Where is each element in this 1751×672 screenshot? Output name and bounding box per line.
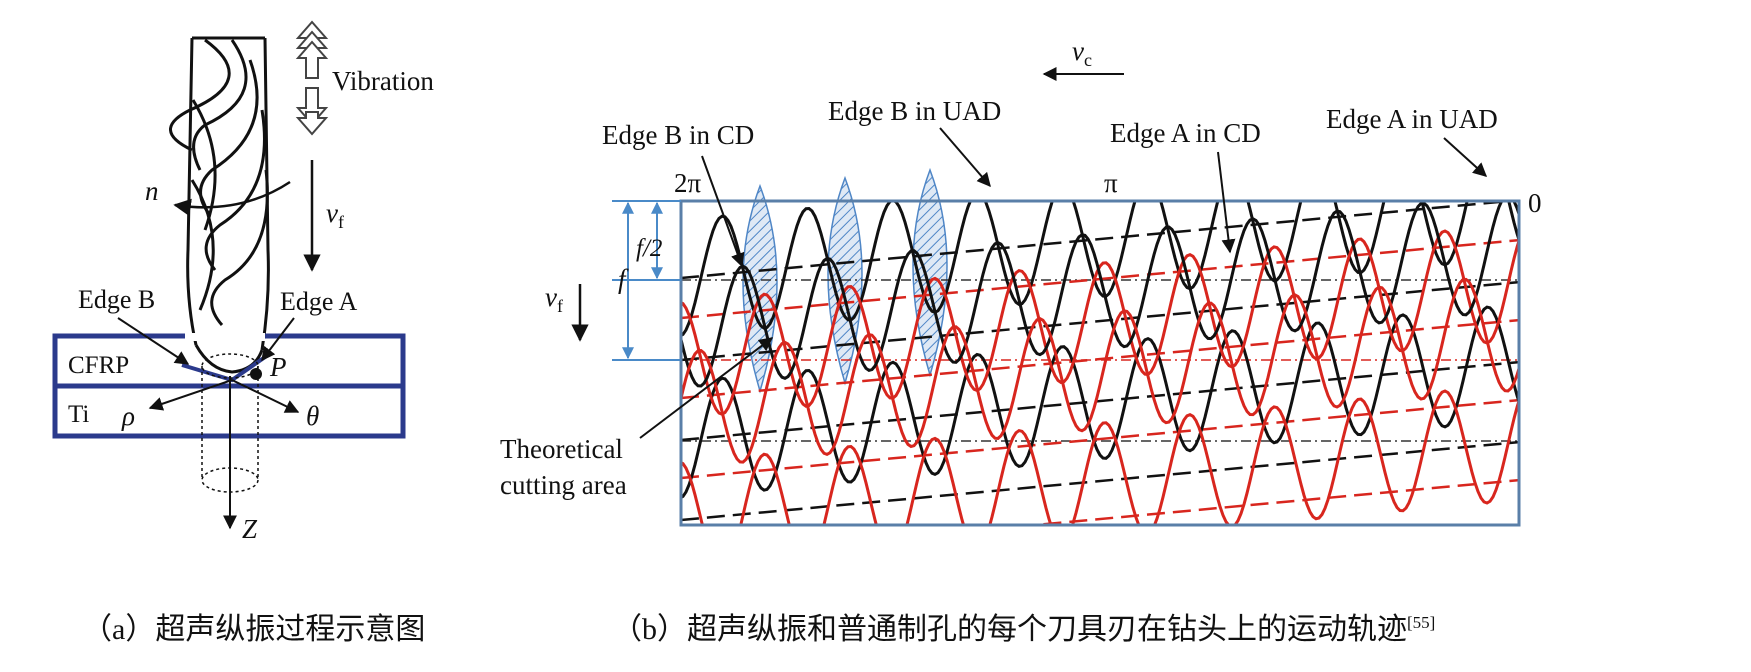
caption-b: （b）超声纵振和普通制孔的每个刀具刃在钻头上的运动轨迹[55]	[612, 604, 1435, 648]
edge-a-cd-line	[1022, 478, 1519, 525]
edge-b-label: Edge B	[78, 285, 155, 314]
pi-label: π	[1104, 168, 1118, 198]
edge-b-cd-line	[681, 280, 1519, 362]
edge-a-cd-line	[681, 398, 1519, 480]
drill-bit	[169, 36, 270, 374]
rotation-arrow-n	[173, 180, 291, 217]
edge-a-uad-label: Edge A in UAD	[1326, 104, 1498, 134]
vibration-arrows-icon	[295, 20, 329, 136]
n-label: n	[145, 176, 159, 206]
caption-b-ref: [55]	[1407, 613, 1436, 632]
edge-a-uad-curve	[681, 389, 1519, 525]
trajectory-lines	[681, 201, 1519, 525]
panel-b-trajectory-diagram: vc vf f/2 f 2π π 0 Edge B in CD Edge B i…	[500, 36, 1542, 527]
edge-b-cd-line	[681, 440, 1519, 522]
caption-a: （a）超声纵振过程示意图	[82, 613, 426, 646]
edge-b-uad-curve	[681, 305, 1519, 500]
edge-a-uad-curve	[681, 229, 1519, 416]
p-label: P	[269, 352, 287, 382]
vf-label-b: vf	[545, 282, 563, 316]
theta-label: θ	[306, 401, 319, 431]
edge-b-uad-curve	[681, 201, 1519, 338]
tool-surface-box	[679, 199, 1521, 527]
edge-a-label: Edge A	[280, 287, 357, 316]
vibration-label: Vibration	[332, 66, 434, 96]
cfrp-label: CFRP	[68, 352, 129, 379]
rho-label: ρ	[121, 401, 135, 431]
vc-label: vc	[1072, 36, 1092, 70]
edge-b-uad-label: Edge B in UAD	[828, 96, 1001, 126]
cutting-area-label: cutting area	[500, 470, 627, 500]
caption-b-main: （b）超声纵振和普通制孔的每个刀具刃在钻头上的运动轨迹	[612, 613, 1407, 646]
point-p	[250, 368, 262, 380]
vf-label-a: vf	[326, 198, 344, 232]
theoretical-label: Theoretical	[500, 434, 623, 464]
panel-a-drill-diagram: n Vibration vf CFRP Ti Z	[52, 20, 434, 544]
edge-a-uad-curve	[681, 277, 1519, 464]
f-half-label: f/2	[636, 235, 662, 262]
edge-b-uad-curve	[681, 201, 1519, 388]
dimension-lines	[612, 200, 681, 361]
edge-b-cd-label: Edge B in CD	[602, 120, 754, 150]
edge-a-cd-line	[681, 318, 1519, 400]
edge-b-cd-line	[681, 360, 1519, 442]
f-label: f	[618, 264, 629, 294]
edge-a-cd-label: Edge A in CD	[1110, 118, 1261, 148]
z-label: Z	[242, 514, 258, 544]
zero-label: 0	[1528, 188, 1542, 218]
ti-label: Ti	[68, 401, 89, 428]
two-pi-label: 2π	[674, 168, 702, 198]
